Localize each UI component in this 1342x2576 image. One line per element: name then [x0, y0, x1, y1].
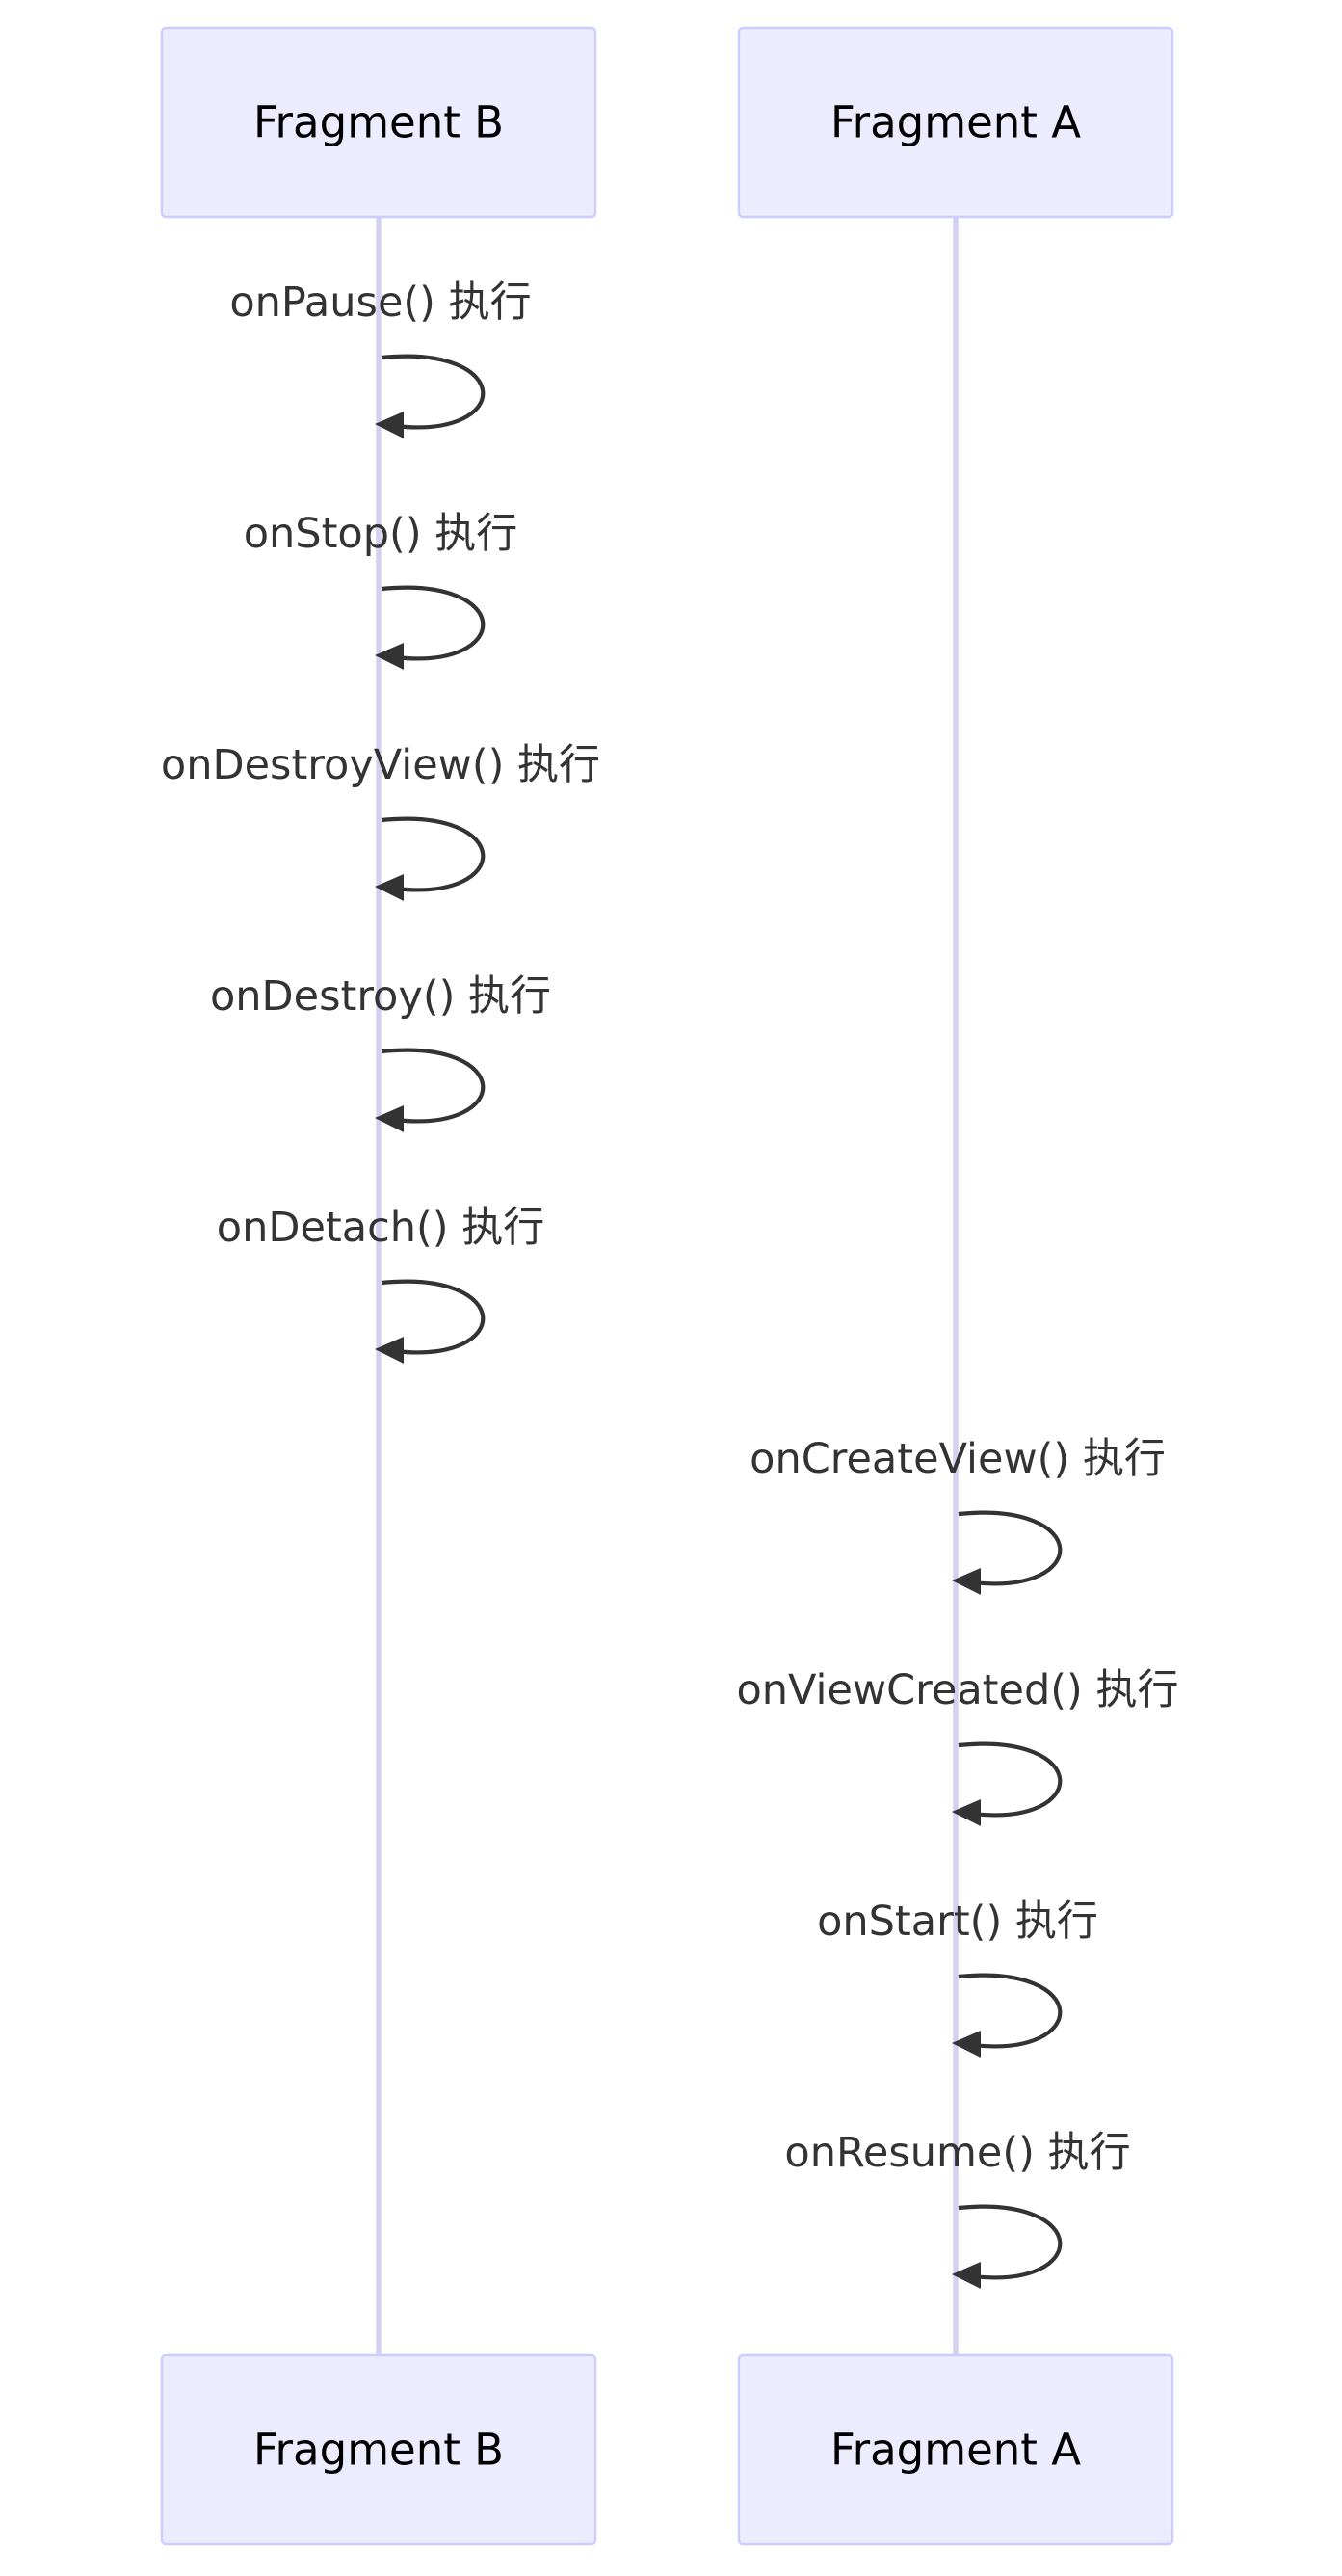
- actor-box: [737, 26, 1174, 219]
- arrowhead-icon: [375, 412, 404, 438]
- message-label: onViewCreated() 执行: [737, 1666, 1179, 1714]
- arrowhead-icon: [952, 2031, 981, 2058]
- self-loop-arrow: [958, 1510, 1063, 1586]
- actor-label: Fragment A: [830, 97, 1081, 148]
- arrowhead-icon: [952, 1799, 981, 1826]
- self-message: onDetach() 执行: [217, 1204, 544, 1364]
- self-loop-arrow: [381, 585, 486, 661]
- self-loop-arrow: [958, 1973, 1063, 2049]
- self-loop-arrow: [381, 1048, 486, 1124]
- arrowhead-icon: [375, 874, 404, 901]
- actor-fragment-b-top: Fragment B: [160, 26, 597, 219]
- message-label: onCreateView() 执行: [750, 1435, 1166, 1483]
- actor-box: [737, 2353, 1174, 2546]
- self-message: onCreateView() 执行: [750, 1435, 1166, 1595]
- self-loop-arrow: [958, 1741, 1063, 1818]
- arrowhead-icon: [375, 1105, 404, 1132]
- self-message: onDestroy() 执行: [210, 972, 551, 1132]
- self-loop-arrow: [958, 2204, 1063, 2280]
- actor-label: Fragment A: [830, 2425, 1081, 2476]
- self-message: onResume() 执行: [784, 2129, 1131, 2289]
- actor-fragment-b-bottom: Fragment B: [160, 2353, 597, 2546]
- self-message: onPause() 执行: [229, 279, 532, 438]
- self-loop-arrow: [381, 816, 486, 892]
- message-label: onResume() 执行: [784, 2129, 1130, 2177]
- actor-fragment-a-top: Fragment A: [737, 26, 1174, 219]
- message-label: onStart() 执行: [817, 1898, 1098, 1946]
- self-message: onViewCreated() 执行: [737, 1666, 1179, 1826]
- arrowhead-icon: [952, 1568, 981, 1595]
- self-loop-arrow: [381, 1279, 486, 1355]
- actor-label: Fragment B: [253, 2425, 504, 2476]
- actor-box: [160, 2353, 597, 2546]
- arrowhead-icon: [375, 1337, 404, 1364]
- self-message: onDestroyView() 执行: [161, 741, 600, 901]
- message-label: onDetach() 执行: [217, 1204, 544, 1252]
- message-label: onStop() 执行: [244, 510, 518, 558]
- self-loop-arrow: [381, 354, 486, 430]
- message-label: onDestroyView() 执行: [161, 741, 600, 789]
- self-message: onStop() 执行: [244, 510, 518, 670]
- actor-box: [160, 26, 597, 219]
- message-label: onPause() 执行: [229, 279, 531, 327]
- self-message: onStart() 执行: [817, 1898, 1098, 2058]
- message-label: onDestroy() 执行: [210, 972, 551, 1021]
- arrowhead-icon: [952, 2262, 981, 2289]
- arrowhead-icon: [375, 643, 404, 670]
- actor-label: Fragment B: [253, 97, 504, 148]
- actor-fragment-a-bottom: Fragment A: [737, 2353, 1174, 2546]
